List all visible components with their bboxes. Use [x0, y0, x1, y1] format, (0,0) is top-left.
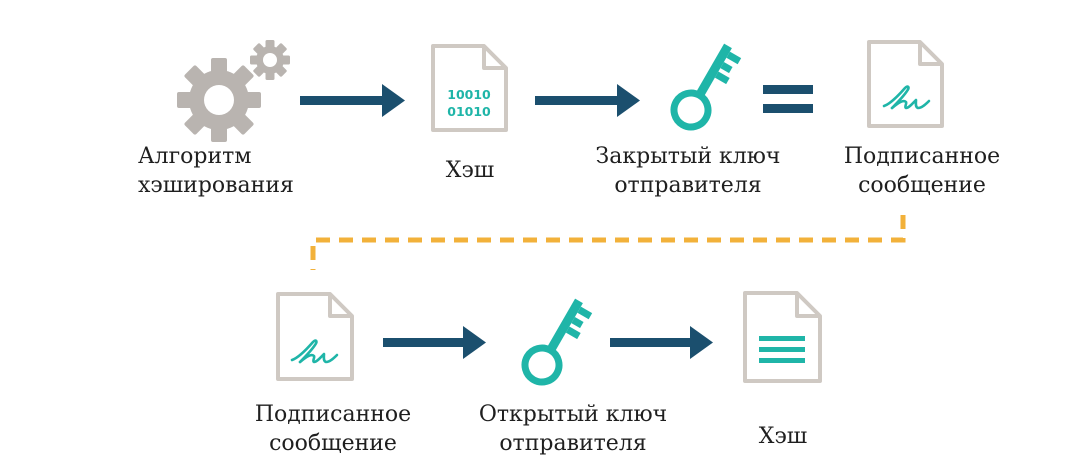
- signature-icon: [882, 85, 931, 110]
- label-hash-algorithm: Алгоритм хэширования: [138, 142, 308, 200]
- label-signed-message-bottom: Подписанное сообщение: [245, 400, 421, 458]
- gears-icon: [177, 40, 290, 142]
- arrow-right-icon: [300, 84, 405, 117]
- label-signed-message-top: Подписанное сообщение: [834, 142, 1010, 200]
- binary-text-line1: 10010: [447, 87, 491, 102]
- arrow-right-icon: [610, 326, 713, 359]
- label-signed-message-bottom-line2: сообщение: [269, 431, 397, 456]
- text-document-icon: [743, 291, 822, 383]
- signed-document-icon: [867, 40, 944, 128]
- binary-text-line2: 01010: [447, 104, 491, 119]
- label-hash-bottom: Хэш: [733, 422, 833, 451]
- label-hash-bottom-text: Хэш: [758, 424, 808, 449]
- label-signed-message-bottom-line1: Подписанное: [254, 402, 412, 427]
- label-public-key-line2: отправителя: [499, 431, 647, 456]
- signature-icon: [290, 339, 339, 364]
- signed-document-icon: [276, 292, 354, 381]
- key-icon: [670, 43, 742, 131]
- equals-icon: [763, 85, 813, 113]
- label-hash-top-text: Хэш: [445, 158, 495, 183]
- arrow-right-icon: [383, 326, 486, 359]
- arrow-right-icon: [535, 84, 640, 117]
- binary-document-icon: 10010 01010: [431, 44, 508, 132]
- dashed-connector: [310, 215, 906, 270]
- label-hash-algorithm-line2: хэширования: [138, 173, 294, 198]
- large-gear-icon: [177, 58, 261, 142]
- label-private-key-line2: отправителя: [614, 173, 762, 198]
- label-public-key: Открытый ключ отправителя: [468, 400, 678, 458]
- label-signed-message-top-line1: Подписанное: [843, 144, 1001, 169]
- key-icon: [521, 298, 593, 386]
- label-private-key: Закрытый ключ отправителя: [588, 142, 788, 200]
- label-public-key-line1: Открытый ключ: [478, 402, 668, 427]
- label-signed-message-top-line2: сообщение: [858, 173, 986, 198]
- small-gear-icon: [250, 40, 290, 80]
- label-private-key-line1: Закрытый ключ: [595, 144, 781, 169]
- label-hash-top: Хэш: [420, 156, 520, 185]
- label-hash-algorithm-line1: Алгоритм: [138, 144, 252, 169]
